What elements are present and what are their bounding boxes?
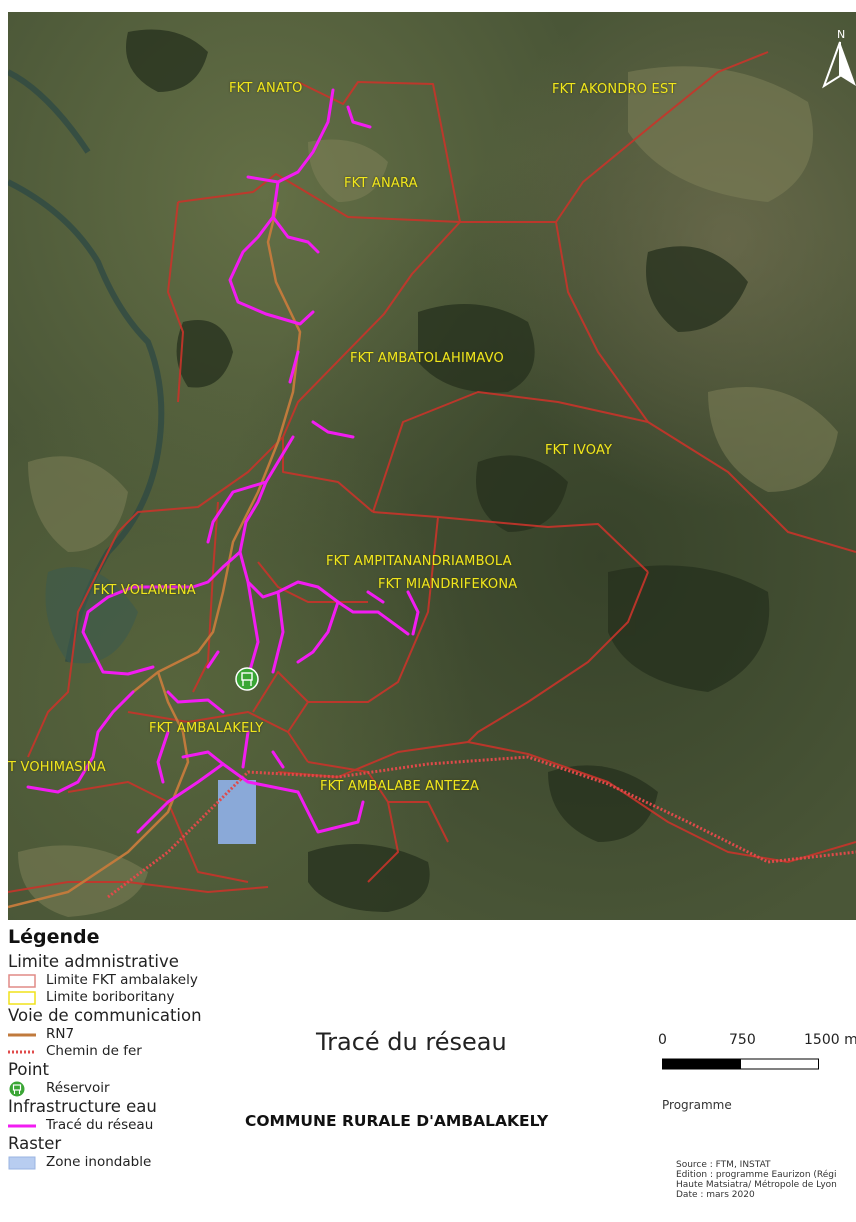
label-fkt-ambatolahimavo: FKT AMBATOLAHIMAVO [350, 351, 504, 366]
legend-item-fkt: Limite FKT ambalakely [8, 972, 248, 989]
label-fkt-miandrifekona: FKT MIANDRIFEKONA [378, 577, 518, 592]
legend-item-railway: Chemin de fer [8, 1043, 248, 1060]
legend-label: RN7 [46, 1026, 75, 1042]
label-fkt-ambalabe-anteza: FKT AMBALABE ANTEZA [320, 779, 480, 794]
label-fkt-anato: FKT ANATO [229, 81, 303, 96]
legend-group-raster: Raster [8, 1134, 62, 1153]
scale-label-0: 0 [658, 1032, 667, 1048]
legend: Légende Limite admnistrative Limite FKT … [8, 926, 248, 1171]
label-fkt-akondro-est: FKT AKONDRO EST [552, 82, 677, 97]
commune-title: COMMUNE RURALE D'AMBALAKELY [245, 1112, 549, 1130]
forest-patches [126, 29, 770, 912]
legend-item-boriboritany: Limite boriboritany [8, 989, 248, 1006]
legend-group-admin: Limite admnistrative [8, 952, 179, 971]
boundary-swatch-icon [8, 973, 38, 988]
reservoir-icon [8, 1081, 38, 1096]
legend-group-voie: Voie de communication [8, 1006, 202, 1025]
partner-line: Haute Matsiatra/ Métropole de Lyon [676, 1180, 837, 1190]
legend-label: Tracé du réseau [46, 1117, 154, 1133]
label-fkt-volamena: FKT VOLAMENA [93, 583, 196, 598]
legend-group-point: Point [8, 1060, 49, 1079]
map-title: Tracé du réseau [316, 1028, 507, 1056]
source-line: Source : FTM, INSTAT [676, 1160, 771, 1170]
label-fkt-anara: FKT ANARA [344, 176, 418, 191]
legend-item-rn7: RN7 [8, 1026, 248, 1043]
label-fkt-vohimasina: T VOHIMASINA [8, 760, 106, 775]
legend-label: Limite FKT ambalakely [46, 972, 198, 988]
map-view[interactable]: FKT ANATO FKT AKONDRO EST FKT ANARA FKT … [8, 12, 856, 920]
boriboritany-swatch-icon [8, 990, 38, 1005]
label-fkt-ivoay: FKT IVOAY [545, 443, 613, 458]
fkt-boundaries [8, 51, 856, 893]
reservoir-marker[interactable] [235, 667, 259, 691]
legend-item-reservoir: Réservoir [8, 1080, 248, 1097]
legend-label: Réservoir [46, 1080, 110, 1096]
railway-line-icon [8, 1045, 38, 1059]
legend-item-network: Tracé du réseau [8, 1117, 248, 1134]
legend-title: Légende [8, 926, 100, 948]
legend-item-flood: Zone inondable [8, 1154, 248, 1171]
flood-swatch-icon [8, 1156, 38, 1170]
flood-zone [218, 780, 256, 844]
water-network [26, 88, 420, 834]
network-line-icon [8, 1119, 38, 1133]
label-fkt-ambalakely: FKT AMBALAKELY [149, 721, 264, 736]
label-fkt-ampitanandriambola: FKT AMPITANANDRIAMBOLA [326, 554, 512, 569]
road-line-icon [8, 1028, 38, 1042]
legend-group-eau: Infrastructure eau [8, 1097, 157, 1116]
north-label: N [837, 28, 845, 41]
source-credits: Source : FTM, INSTAT Edition : programme… [676, 1160, 837, 1200]
legend-label: Chemin de fer [46, 1043, 142, 1059]
scale-bar-graphic [662, 1058, 819, 1070]
programme-label: Programme [662, 1098, 732, 1112]
legend-label: Limite boriboritany [46, 989, 175, 1005]
north-arrow-icon: N [820, 26, 856, 92]
date-line: Date : mars 2020 [676, 1190, 755, 1200]
railway [107, 755, 856, 899]
edition-line: Edition : programme Eaurizon (Régi [676, 1170, 837, 1180]
map-canvas [8, 12, 856, 920]
legend-label: Zone inondable [46, 1154, 152, 1170]
rn7-road [8, 201, 302, 909]
scale-label-750: 750 [729, 1032, 756, 1048]
scale-bar: 0 750 1500 m [658, 1032, 856, 1076]
scale-label-1500: 1500 m [804, 1032, 856, 1048]
